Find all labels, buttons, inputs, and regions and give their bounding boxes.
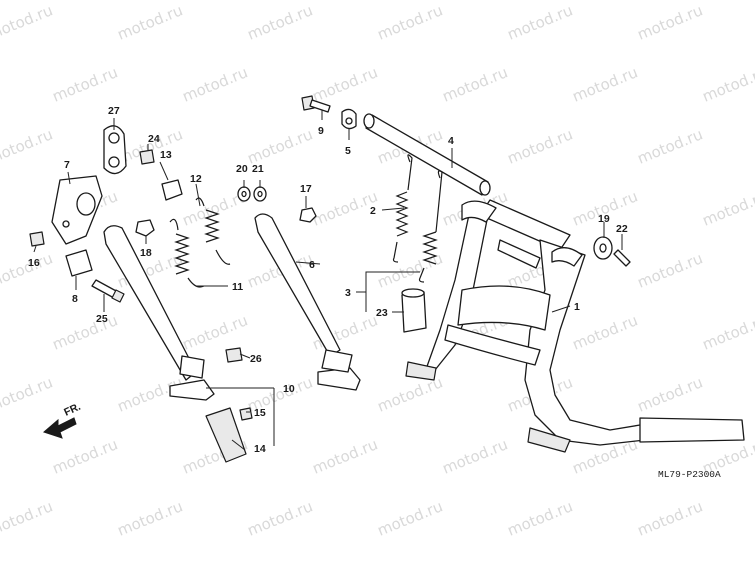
callout-4: 4 (448, 135, 454, 147)
watermark-text: motod.ru (505, 497, 576, 539)
watermark-text: motod.ru (375, 497, 446, 539)
leader-lines (33, 110, 623, 451)
bolt-24 (139, 149, 155, 165)
watermark-text: motod.ru (635, 1, 706, 43)
callout-26: 26 (250, 353, 262, 365)
callout-9: 9 (318, 125, 324, 137)
watermark-text: motod.ru (0, 497, 55, 539)
watermark-text: motod.ru (115, 1, 186, 43)
front-direction-label: FR. (62, 401, 82, 419)
watermark-text: motod.ru (310, 435, 381, 477)
watermark-text: motod.ru (570, 311, 641, 353)
switch-27 (103, 125, 127, 175)
watermark-text: motod.ru (375, 1, 446, 43)
watermark-text: motod.ru (115, 497, 186, 539)
bracket-8 (65, 249, 93, 277)
callout-6: 6 (309, 259, 315, 271)
nut-18 (135, 219, 155, 237)
callout-2: 2 (370, 205, 376, 217)
watermark-text: motod.ru (635, 497, 706, 539)
watermark-text: motod.ru (50, 63, 121, 105)
spring-2 (392, 154, 443, 283)
callout-11: 11 (232, 281, 243, 293)
callout-15: 15 (254, 407, 266, 419)
watermark-text: motod.ru (245, 1, 316, 43)
callout-12: 12 (190, 173, 202, 185)
watermark-text: motod.ru (375, 373, 446, 415)
watermark-text: motod.ru (700, 63, 755, 105)
bolt-26 (225, 347, 243, 363)
callout-20: 20 (236, 163, 248, 175)
nut-21 (253, 186, 267, 202)
side-stand-10 (103, 225, 215, 401)
side-stand-6 (254, 213, 361, 391)
bracket-5 (341, 108, 357, 130)
watermark-text: motod.ru (245, 125, 316, 167)
bolt-15 (239, 407, 253, 421)
watermark-text: motod.ru (635, 373, 706, 415)
rubber-14 (205, 407, 247, 463)
collar-23 (401, 288, 427, 333)
watermark-text: motod.ru (0, 249, 55, 291)
callout-14: 14 (254, 443, 266, 455)
watermark-text: motod.ru (635, 249, 706, 291)
main-stand (405, 199, 745, 453)
cotter-pin-22 (613, 249, 631, 267)
watermark-text: motod.ru (570, 63, 641, 105)
watermark-text: motod.ru (440, 63, 511, 105)
callout-1: 1 (574, 301, 580, 313)
callout-25: 25 (96, 313, 108, 325)
diagram-code: ML79-P2300A (658, 469, 721, 480)
watermark-text: motod.ru (180, 311, 251, 353)
pivot-shaft (363, 113, 491, 196)
watermark-text: motod.ru (50, 435, 121, 477)
front-direction-arrow-icon (43, 417, 77, 439)
washer-19 (593, 236, 613, 260)
callout-16: 16 (28, 257, 40, 269)
callout-18: 18 (140, 247, 152, 259)
callout-3: 3 (345, 287, 351, 299)
watermark-text: motod.ru (180, 63, 251, 105)
bracket-13 (161, 179, 183, 201)
bolt-9 (301, 95, 331, 113)
callout-23: 23 (376, 307, 388, 319)
watermark-text: motod.ru (440, 435, 511, 477)
callout-8: 8 (72, 293, 78, 305)
nut-20 (237, 186, 251, 202)
watermark-text: motod.ru (0, 373, 55, 415)
callout-24: 24 (148, 133, 160, 145)
watermark-text: motod.ru (0, 125, 55, 167)
bolt-16 (29, 231, 45, 247)
callout-13: 13 (160, 149, 172, 161)
watermark-text: motod.ru (310, 63, 381, 105)
callout-21: 21 (252, 163, 264, 175)
watermark-layer: motod.ru motod.ru motod.ru motod.ru motod.ru… (0, 1, 755, 539)
watermark-text: motod.ru (245, 497, 316, 539)
watermark-text: motod.ru (700, 311, 755, 353)
watermark-text: motod.ru (50, 311, 121, 353)
callout-10: 10 (283, 383, 295, 395)
watermark-text: motod.ru (700, 187, 755, 229)
callout-19: 19 (598, 213, 610, 225)
callout-17: 17 (300, 183, 312, 195)
callout-22: 22 (616, 223, 628, 235)
watermark-text: motod.ru (505, 125, 576, 167)
callout-labels: 1 2 3 4 5 6 7 8 9 10 11 12 13 14 15 16 1… (28, 105, 628, 455)
watermark-text: motod.ru (635, 125, 706, 167)
callout-5: 5 (345, 145, 351, 157)
callout-7: 7 (64, 159, 70, 171)
watermark-text: motod.ru (505, 1, 576, 43)
bracket-7 (51, 175, 103, 245)
callout-27: 27 (108, 105, 120, 117)
bolt-25 (91, 279, 125, 303)
watermark-text: motod.ru (0, 1, 55, 43)
nut-17 (299, 207, 317, 223)
